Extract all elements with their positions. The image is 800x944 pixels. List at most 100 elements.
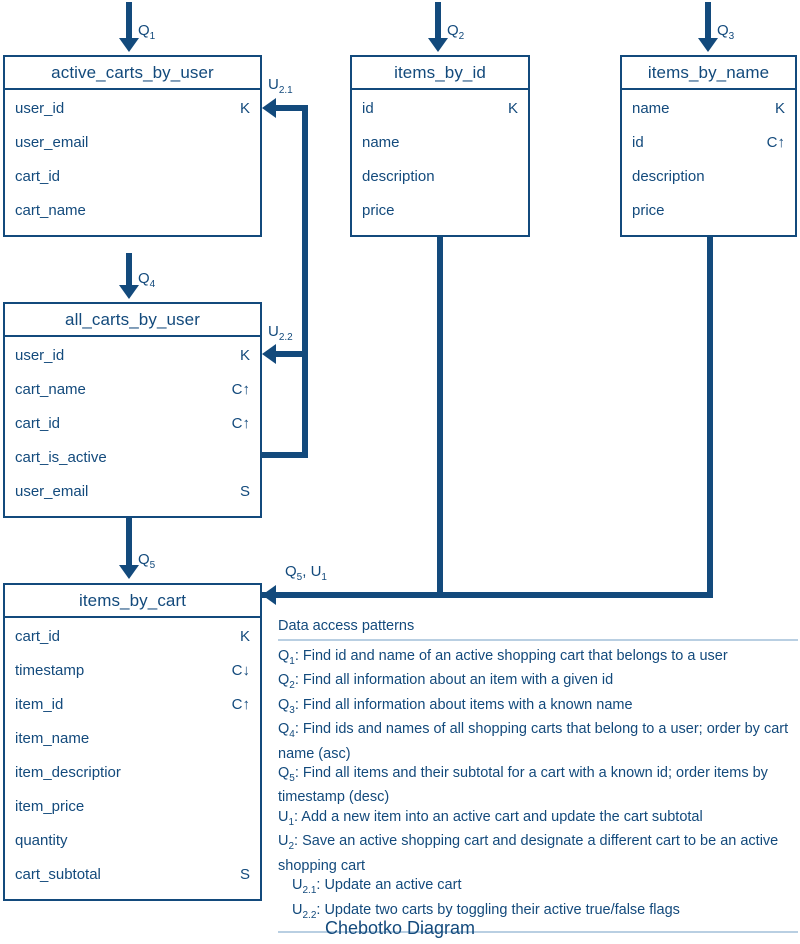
table-rows: name K id C↑ description price	[622, 90, 795, 228]
table-row[interactable]: name	[352, 126, 528, 160]
table-row[interactable]: cart_name C↑	[5, 373, 260, 407]
edge-u21-arrowhead	[262, 98, 276, 118]
table-row[interactable]: price	[352, 194, 528, 228]
edge-u22-arrowhead	[262, 344, 276, 364]
table-title: items_by_id	[352, 57, 528, 90]
table-rows: user_id K user_email cart_id cart_name	[5, 90, 260, 228]
edge-label-q1: Q1	[138, 22, 156, 42]
edge-label-q3: Q3	[717, 22, 735, 42]
table-title: items_by_cart	[5, 585, 260, 618]
legend-item-text: : Update an active cart	[316, 877, 462, 894]
column-name: id	[362, 100, 374, 117]
column-name: cart_id	[15, 168, 61, 185]
table-row[interactable]: id C↑	[622, 126, 795, 160]
legend-item: Q3: Find all information about items wit…	[278, 696, 798, 720]
legend-item-key: Q	[278, 648, 290, 664]
column-name: name	[362, 134, 400, 151]
edge-u2-trunk	[302, 105, 308, 458]
column-name: description	[362, 168, 435, 185]
table-row[interactable]: name K	[622, 92, 795, 126]
edge-label-q5: Q5	[138, 551, 156, 571]
table-items-by-id[interactable]: items_by_id id K name description price	[350, 55, 530, 237]
edge-q5-shaft	[126, 517, 132, 565]
table-row[interactable]: quantity	[5, 824, 260, 858]
table-row[interactable]: item_price	[5, 790, 260, 824]
legend-item-key: U	[292, 877, 303, 894]
edge-q4-arrowhead	[119, 285, 139, 299]
table-title: all_carts_by_user	[5, 304, 260, 337]
table-row[interactable]: user_email	[5, 126, 260, 160]
table-row[interactable]: cart_name	[5, 194, 260, 228]
table-row[interactable]: description	[622, 160, 795, 194]
table-row[interactable]: cart_id K	[5, 620, 260, 654]
legend-item-subscript: 1	[288, 816, 295, 828]
column-name: user_id	[15, 100, 65, 117]
table-all-carts-by-user[interactable]: all_carts_by_user user_id K cart_name C↑…	[3, 302, 262, 518]
column-name: id	[632, 134, 644, 151]
table-row[interactable]: item_descriptior	[5, 756, 260, 790]
legend-panel: Data access patterns Q1: Find id and nam…	[278, 618, 798, 939]
table-row[interactable]: id K	[352, 92, 528, 126]
legend-item-key: Q	[278, 765, 290, 782]
legend-item-key: U	[292, 901, 303, 918]
column-marker: C↓	[231, 662, 250, 679]
edge-label-q4: Q4	[138, 270, 156, 290]
table-row[interactable]: item_name	[5, 722, 260, 756]
table-row[interactable]: cart_subtotal S	[5, 858, 260, 892]
column-name: item_id	[15, 696, 64, 713]
table-row[interactable]: user_email S	[5, 475, 260, 509]
table-row[interactable]: cart_id C↑	[5, 407, 260, 441]
column-name: timestamp	[15, 662, 85, 679]
figure-caption: Chebotko Diagram	[324, 918, 476, 938]
edge-itemsbyid-drop	[437, 237, 443, 595]
legend-item: U2: Save an active shopping cart and des…	[278, 832, 798, 876]
table-row[interactable]: price	[622, 194, 795, 228]
table-rows: id K name description price	[352, 90, 528, 228]
table-row[interactable]: item_id C↑	[5, 688, 260, 722]
table-active-carts-by-user[interactable]: active_carts_by_user user_id K user_emai…	[3, 55, 262, 237]
table-row[interactable]: description	[352, 160, 528, 194]
column-marker: C↑	[231, 696, 250, 713]
legend-item: U2.1: Update an active cart	[278, 876, 798, 900]
legend-item-text: : Save an active shopping cart and desig…	[278, 833, 779, 874]
column-name: price	[632, 202, 665, 219]
edge-q3-shaft	[705, 2, 711, 40]
legend-item-text: : Find all information about items with …	[294, 696, 633, 713]
edge-q3-arrowhead	[698, 38, 718, 52]
column-marker: K	[774, 100, 785, 117]
table-title: active_carts_by_user	[5, 57, 260, 90]
edge-q5u1-arrowhead	[262, 585, 276, 605]
table-row[interactable]: cart_id	[5, 160, 260, 194]
table-row[interactable]: user_id K	[5, 339, 260, 373]
table-rows: cart_id K timestamp C↓ item_id C↑ item_n…	[5, 618, 260, 892]
edge-q2-arrowhead	[428, 38, 448, 52]
column-marker: S	[239, 483, 250, 500]
column-name: user_email	[15, 483, 89, 500]
table-row[interactable]: timestamp C↓	[5, 654, 260, 688]
column-marker: K	[507, 100, 518, 117]
column-name: item_price	[15, 798, 85, 815]
column-marker: K	[239, 347, 250, 364]
legend-item-subscript: 1	[289, 655, 295, 667]
edge-label-u21: U2.1	[268, 76, 293, 96]
table-items-by-cart[interactable]: items_by_cart cart_id K timestamp C↓ ite…	[3, 583, 262, 901]
legend-divider-bottom	[278, 931, 798, 934]
table-items-by-name[interactable]: items_by_name name K id C↑ description p…	[620, 55, 797, 237]
column-name: cart_name	[15, 381, 86, 398]
legend-item-key: U	[278, 808, 289, 825]
edge-u21-segment	[276, 105, 308, 111]
legend-item: Q4: Find ids and names of all shopping c…	[278, 720, 798, 764]
edge-q1-shaft	[126, 2, 132, 40]
table-row[interactable]: user_id K	[5, 92, 260, 126]
column-name: description	[632, 168, 705, 185]
legend-item-subscript: 2.1	[302, 885, 317, 897]
edge-q4-shaft	[126, 253, 132, 285]
column-name: price	[362, 202, 395, 219]
edge-q2-shaft	[435, 2, 441, 40]
column-name: item_descriptior	[15, 764, 121, 781]
legend-item-subscript: 2	[288, 841, 295, 853]
column-name: name	[632, 100, 670, 117]
column-name: cart_name	[15, 202, 86, 219]
table-row[interactable]: cart_is_active	[5, 441, 260, 475]
edge-q5-arrowhead	[119, 565, 139, 579]
